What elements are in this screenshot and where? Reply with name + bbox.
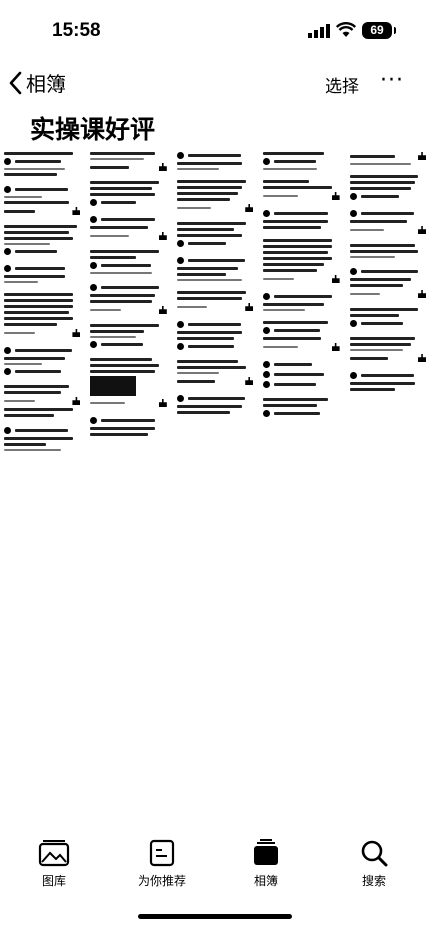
back-button[interactable]: 相簿 [8, 68, 66, 97]
albums-icon [254, 839, 278, 865]
tab-label: 搜索 [361, 874, 386, 888]
review-screenshot[interactable] [176, 255, 253, 283]
review-screenshot[interactable] [90, 415, 166, 438]
review-screenshot[interactable] [263, 291, 339, 313]
review-screenshot[interactable] [90, 179, 166, 208]
review-screenshot[interactable] [263, 396, 339, 419]
review-screenshot[interactable] [263, 178, 340, 202]
review-screenshot[interactable] [349, 306, 426, 329]
signal-icon [308, 24, 330, 38]
album-title: 实操课好评 [30, 115, 156, 144]
review-screenshot[interactable] [263, 359, 339, 390]
tab-library[interactable]: 图库 [14, 838, 94, 889]
photo-column[interactable] [4, 150, 81, 830]
review-screenshot[interactable] [263, 208, 339, 231]
battery-indicator: 69 [362, 22, 396, 39]
review-screenshot[interactable] [176, 393, 253, 416]
review-screenshot[interactable] [90, 248, 166, 276]
review-screenshot[interactable] [263, 237, 340, 285]
review-screenshot[interactable] [90, 150, 167, 173]
home-indicator [138, 914, 292, 919]
review-screenshot[interactable] [349, 173, 426, 202]
review-screenshot[interactable] [4, 150, 80, 178]
review-screenshot[interactable] [349, 370, 426, 393]
review-screenshot[interactable] [4, 291, 81, 339]
review-screenshot[interactable] [90, 322, 166, 350]
tab-albums[interactable]: 相簿 [226, 838, 306, 889]
review-screenshot[interactable] [4, 345, 80, 377]
for-you-icon [149, 839, 175, 867]
review-screenshot[interactable] [4, 223, 80, 257]
review-screenshot[interactable] [349, 335, 427, 364]
status-time: 15:58 [52, 20, 101, 41]
review-screenshot[interactable] [349, 208, 427, 236]
photo-column[interactable] [90, 150, 167, 830]
tab-bar: 图库 为你推荐 相簿 搜索 [0, 838, 430, 898]
review-screenshot[interactable] [90, 282, 167, 316]
review-screenshot[interactable] [4, 263, 80, 285]
review-screenshot[interactable] [349, 150, 427, 167]
review-screenshot[interactable] [263, 150, 339, 172]
search-icon [361, 840, 388, 867]
tab-label: 为你推荐 [137, 874, 186, 888]
photo-grid [0, 150, 430, 830]
tab-label: 图库 [41, 874, 66, 888]
photo-column[interactable] [176, 150, 254, 830]
review-screenshot[interactable] [90, 356, 167, 409]
chevron-left-icon [9, 71, 22, 94]
review-screenshot[interactable] [176, 289, 254, 313]
wifi-icon [336, 22, 356, 37]
review-screenshot[interactable] [176, 220, 253, 249]
tab-label: 相簿 [253, 874, 278, 888]
review-screenshot[interactable] [176, 178, 254, 214]
status-bar: 15:58 69 [0, 0, 430, 60]
select-button[interactable]: 选择 [325, 77, 359, 97]
review-screenshot[interactable] [4, 383, 81, 419]
review-screenshot[interactable] [176, 358, 254, 387]
tab-for-you[interactable]: 为你推荐 [122, 838, 202, 889]
photo-column[interactable] [263, 150, 340, 830]
nav-bar: 相簿 选择 ··· [0, 62, 430, 104]
more-button[interactable]: ··· [380, 68, 404, 93]
review-screenshot[interactable] [90, 214, 167, 242]
review-screenshot[interactable] [4, 184, 81, 217]
review-screenshot[interactable] [349, 266, 427, 300]
review-screenshot[interactable] [4, 425, 80, 453]
review-screenshot[interactable] [176, 319, 253, 352]
review-screenshot[interactable] [263, 319, 340, 353]
back-label: 相簿 [26, 72, 66, 96]
review-screenshot[interactable] [176, 150, 253, 172]
review-screenshot[interactable] [349, 242, 426, 260]
tab-search[interactable]: 搜索 [334, 838, 414, 889]
photo-library-icon [38, 840, 70, 867]
photo-column[interactable] [349, 150, 427, 830]
